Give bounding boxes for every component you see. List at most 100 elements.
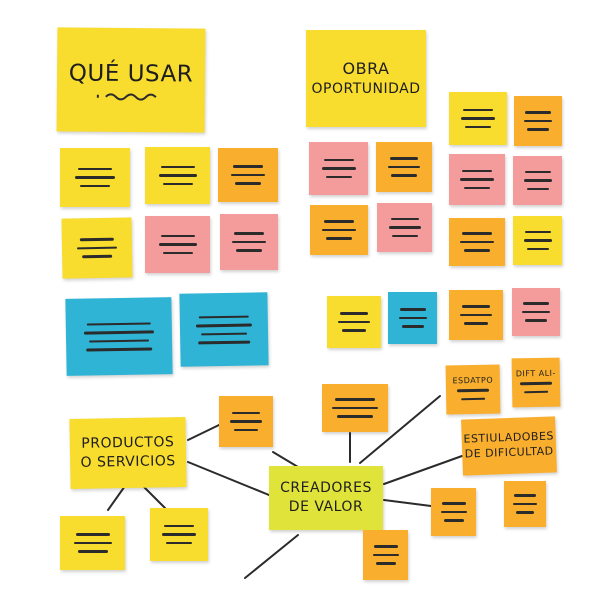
note-que-usar[interactable]: QUÉ USAR bbox=[56, 27, 206, 133]
scribble-line bbox=[160, 234, 195, 238]
note[interactable] bbox=[322, 384, 388, 432]
note-title: O SERVICIOS bbox=[80, 453, 176, 471]
scribble-line bbox=[461, 397, 486, 401]
scribble-line bbox=[164, 524, 194, 528]
scribble-line bbox=[325, 175, 352, 179]
scribble-line bbox=[522, 310, 550, 314]
note-title: ESDATPO bbox=[452, 375, 494, 385]
scribble-line bbox=[338, 320, 370, 324]
note[interactable] bbox=[310, 205, 368, 255]
scribble-line bbox=[523, 239, 552, 242]
note[interactable] bbox=[449, 154, 505, 205]
scribble-line bbox=[524, 119, 552, 123]
scribble-line bbox=[73, 541, 112, 545]
note-title: OPORTUNIDAD bbox=[311, 80, 421, 97]
scribble-line bbox=[332, 406, 378, 410]
scribble-line bbox=[162, 182, 193, 186]
scribble-line bbox=[391, 234, 418, 238]
note[interactable] bbox=[179, 292, 269, 367]
scribble-line bbox=[460, 313, 492, 317]
note[interactable] bbox=[150, 508, 208, 561]
note[interactable] bbox=[363, 530, 408, 580]
scribble-line bbox=[75, 533, 110, 536]
scribble-line bbox=[231, 173, 265, 177]
connector-line bbox=[187, 461, 270, 496]
scribble-line bbox=[234, 428, 258, 432]
scribble-line bbox=[462, 232, 492, 235]
scribble-line bbox=[388, 165, 420, 169]
note[interactable] bbox=[61, 217, 133, 279]
scribble-line bbox=[516, 511, 534, 514]
scribble-line bbox=[233, 165, 263, 168]
scribble-line bbox=[390, 157, 418, 160]
note[interactable] bbox=[449, 218, 505, 266]
note[interactable] bbox=[309, 142, 368, 195]
scribble-line bbox=[324, 220, 354, 223]
scribble-line bbox=[523, 179, 552, 182]
note[interactable] bbox=[60, 516, 125, 570]
scribble-line bbox=[162, 251, 193, 255]
scribble-line bbox=[388, 226, 421, 229]
scribble-line bbox=[464, 186, 490, 190]
note[interactable] bbox=[327, 296, 381, 348]
squiggle-icon bbox=[96, 92, 157, 101]
note[interactable] bbox=[514, 96, 562, 146]
scribble-line bbox=[401, 325, 424, 328]
note[interactable] bbox=[513, 156, 562, 205]
note[interactable] bbox=[60, 148, 130, 207]
note[interactable] bbox=[504, 481, 546, 527]
scribble-line bbox=[462, 169, 492, 173]
scribble-line bbox=[230, 420, 262, 423]
scribble-line bbox=[514, 494, 536, 497]
note[interactable] bbox=[65, 297, 173, 376]
scribble-line bbox=[440, 510, 467, 514]
note[interactable] bbox=[513, 216, 562, 265]
note-esdatpo[interactable]: ESDATPO bbox=[445, 364, 501, 415]
note[interactable] bbox=[145, 216, 210, 273]
scribble-line bbox=[232, 411, 260, 415]
scribble-line bbox=[527, 128, 549, 131]
scribble-line bbox=[337, 415, 373, 418]
note[interactable] bbox=[431, 488, 476, 536]
scribble-line bbox=[198, 315, 249, 319]
scribble-line bbox=[322, 228, 356, 232]
scribble-line bbox=[198, 340, 251, 344]
note[interactable] bbox=[376, 142, 432, 192]
scribble-line bbox=[340, 312, 368, 315]
scribble-line bbox=[86, 347, 153, 352]
note[interactable] bbox=[512, 288, 560, 336]
scribble-line bbox=[162, 533, 196, 536]
note[interactable] bbox=[219, 396, 273, 447]
note[interactable] bbox=[218, 148, 278, 202]
note-title: DE DIFICULTAD bbox=[464, 444, 554, 461]
connector-line bbox=[244, 534, 299, 579]
scribble-line bbox=[166, 541, 192, 545]
scribble-line bbox=[520, 382, 553, 386]
note[interactable] bbox=[220, 214, 278, 270]
scribble-line bbox=[391, 174, 417, 177]
scribble-line bbox=[321, 167, 356, 170]
scribble-line bbox=[201, 332, 248, 336]
scribble-line bbox=[462, 305, 490, 308]
note[interactable] bbox=[377, 203, 432, 252]
scribble-line bbox=[464, 322, 488, 325]
note[interactable] bbox=[449, 290, 503, 340]
note-estimuladores-dificultad[interactable]: ESTIULADOBES DE DIFICULTAD bbox=[461, 416, 557, 476]
scribble-line bbox=[398, 316, 427, 320]
note[interactable] bbox=[145, 147, 210, 204]
note-title: DIFT ALI- bbox=[515, 368, 556, 378]
note[interactable] bbox=[388, 292, 437, 344]
note-productos-servicios[interactable]: PRODUCTOS O SERVICIOS bbox=[69, 416, 187, 490]
scribble-line bbox=[463, 108, 493, 112]
note-creadores-valor[interactable]: CREADORES DE VALOR bbox=[269, 466, 383, 530]
scribble-line bbox=[83, 330, 154, 335]
note-diftali[interactable]: DIFT ALI- bbox=[511, 357, 561, 408]
note-obra-oportunidad[interactable]: OBRA OPORTUNIDAD bbox=[306, 30, 426, 127]
scribble-line bbox=[235, 182, 261, 185]
scribble-line bbox=[526, 247, 549, 251]
note[interactable] bbox=[449, 92, 507, 145]
scribble-line bbox=[457, 389, 490, 393]
scribble-line bbox=[373, 545, 398, 548]
connector-line bbox=[187, 424, 220, 441]
